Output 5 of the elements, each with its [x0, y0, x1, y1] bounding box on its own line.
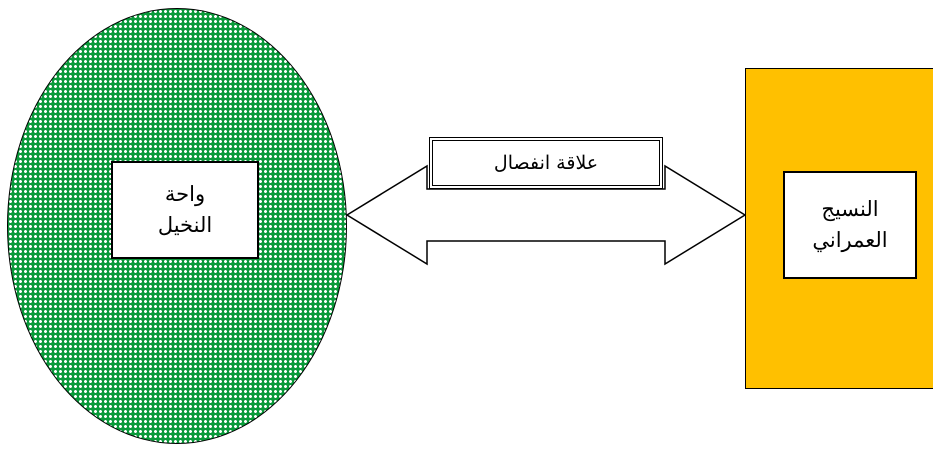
text-box: النسيج العمراني	[783, 171, 917, 279]
double-arrow	[346, 164, 746, 266]
edge-label: علاقة انفصال	[429, 137, 663, 189]
text-box: واحة النخيل	[111, 161, 259, 259]
rectangle-shape	[745, 68, 933, 389]
